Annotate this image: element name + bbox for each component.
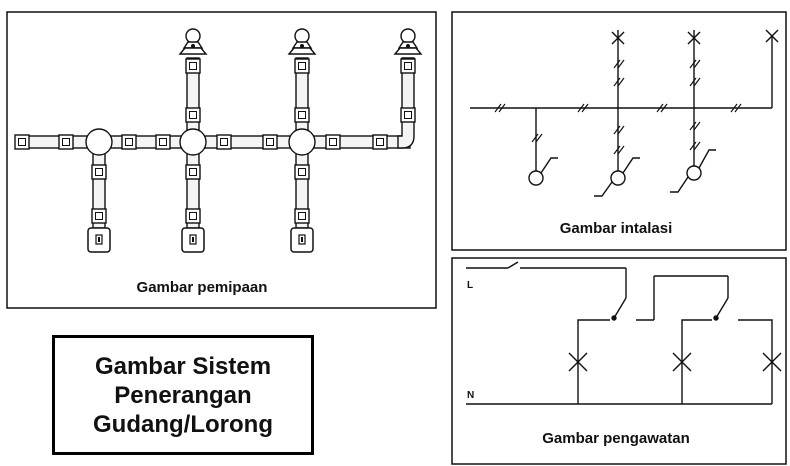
wiring-panel-frame — [451, 257, 787, 465]
piping-caption: Gambar pemipaan — [137, 279, 268, 296]
installation-drawing — [470, 29, 779, 197]
junction-box-2 — [179, 128, 207, 156]
line-label-n: N — [467, 390, 474, 401]
line-label-l: L — [467, 280, 473, 291]
main-title-line-1: Gambar Sistem — [94, 352, 272, 380]
main-title-box: Gambar Sistem Penerangan Gudang/Lorong — [52, 335, 314, 455]
switch-box-icon — [290, 227, 314, 253]
junction-box-1 — [85, 128, 113, 156]
installation-panel-frame — [451, 11, 787, 251]
main-title-line-3: Gudang/Lorong — [93, 410, 273, 438]
main-pipe — [15, 135, 411, 149]
wiring-drawing — [466, 261, 782, 405]
wiring-caption: Gambar pengawatan — [542, 430, 690, 447]
junction-box-3 — [288, 128, 316, 156]
main-title-line-2: Penerangan — [114, 381, 252, 409]
installation-caption: Gambar intalasi — [560, 220, 673, 237]
piping-panel-frame — [6, 11, 437, 309]
switch-box-icon — [181, 227, 205, 253]
switch-box-icon — [87, 227, 111, 253]
elbow-pipe — [397, 57, 415, 149]
